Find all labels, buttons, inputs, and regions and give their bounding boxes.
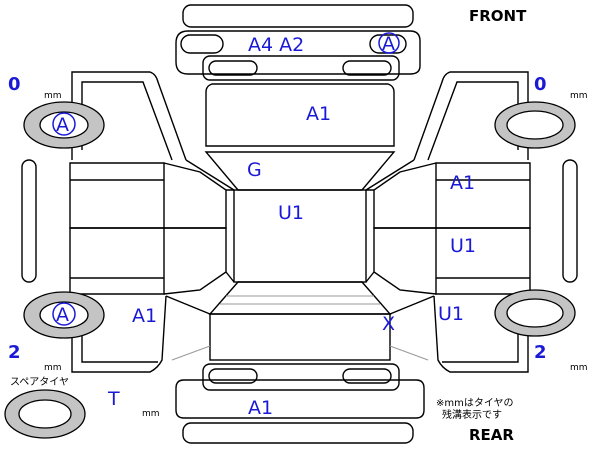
right-front-fender: [413, 71, 529, 161]
left-front-door: [69, 162, 165, 229]
rear-glass: [208, 281, 392, 315]
front-right-fog: [342, 60, 392, 76]
windshield-code: G: [247, 159, 262, 181]
hood-panel: [205, 83, 395, 147]
right-front-door-glass: [373, 162, 437, 229]
tread-front-right: 0: [534, 74, 547, 95]
left-rear-fender-code: A1: [132, 305, 157, 327]
front-plate-frame: [202, 55, 400, 81]
right-rocker-panel: [562, 159, 578, 283]
front-bumper-code: A4 A2: [248, 34, 304, 56]
front-bumper-right-code-ring: [378, 32, 400, 54]
left-rocker-panel: [21, 159, 37, 283]
note-line-1: ※mmはタイヤの: [436, 397, 514, 409]
rear-glass-shadow: [220, 295, 380, 305]
rear-left-tire-code-ring: [52, 302, 76, 326]
rear-right-lamp: [342, 368, 392, 384]
trunk-shadow: [171, 345, 429, 361]
left-rear-door-glass: [163, 227, 227, 295]
left-rear-door: [69, 227, 165, 295]
unit-rear-right: mm: [570, 363, 588, 373]
right-doors: [365, 159, 531, 315]
front-bumper: [175, 30, 421, 75]
rear-right-tire: [494, 289, 576, 337]
front-left-tire-code: A: [56, 114, 69, 136]
hood-code: A1: [306, 103, 331, 125]
rear-bumper-bar: [182, 422, 414, 444]
rear-bumper-area: [175, 363, 425, 444]
left-door-trim: [70, 179, 164, 279]
left-rear-fender: [71, 295, 167, 373]
windshield: [204, 151, 396, 191]
note-line-2: 残溝表示です: [442, 408, 502, 421]
tread-front-left: 0: [8, 74, 21, 95]
front-label: FRONT: [469, 7, 527, 25]
rear-label: REAR: [469, 426, 514, 444]
left-front-door-glass: [163, 162, 227, 229]
roof-code: U1: [278, 202, 304, 224]
unit-front-right: mm: [570, 91, 588, 101]
rear-plate-frame: [202, 363, 400, 391]
front-left-tire-code-ring: [52, 112, 76, 136]
front-bumper-right-code: A: [382, 33, 395, 55]
right-door-trim: [436, 179, 530, 279]
front-left-fog: [208, 60, 258, 76]
tread-rear-left: 2: [8, 342, 21, 363]
front-right-tire: [494, 101, 576, 149]
spare-tire-label: スペアタイヤ: [10, 376, 69, 388]
right-rear-fender-code: U1: [438, 303, 464, 325]
rear-left-lamp: [208, 368, 258, 384]
right-pillar: [365, 159, 435, 315]
left-doors: [69, 159, 235, 315]
unit-spare: mm: [142, 409, 160, 419]
front-grille-bar: [182, 4, 414, 28]
unit-rear-left: mm: [44, 363, 62, 373]
rear-left-tire-code: A: [56, 304, 69, 326]
right-rear-fender: [433, 295, 529, 373]
spare-tire-code: T: [107, 388, 120, 410]
trunk-lid: [209, 313, 391, 361]
tread-rear-right: 2: [534, 342, 547, 363]
rear-bumper-code: A1: [248, 397, 273, 419]
unit-front-left: mm: [44, 91, 62, 101]
right-rear-door-glass: [373, 227, 437, 295]
rear-glass-code: X: [382, 313, 395, 335]
right-front-door-code: A1: [450, 172, 475, 194]
right-rear-door-code: U1: [450, 235, 476, 257]
left-front-fender: [71, 71, 187, 161]
left-pillar: [165, 159, 235, 315]
rear-left-tire: [23, 291, 105, 339]
front-bumper-area: [175, 4, 421, 81]
front-left-tire: [23, 101, 105, 149]
front-left-light: [180, 34, 224, 54]
spare-tire: [4, 389, 86, 439]
rear-bumper: [175, 379, 425, 419]
